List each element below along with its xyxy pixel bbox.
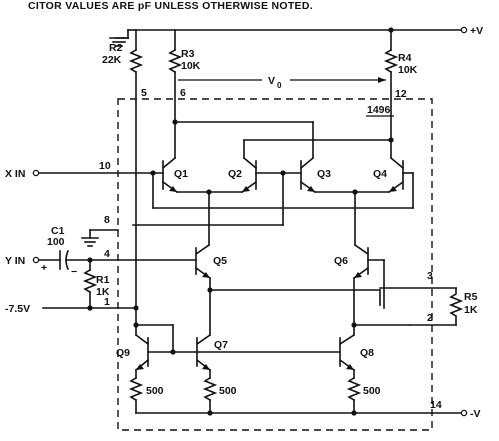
r-q7-value: 500 <box>219 385 237 397</box>
bias-supply-label: -7.5V <box>5 303 30 315</box>
pin-10: 10 <box>99 160 111 172</box>
pin-2: 2 <box>427 312 433 324</box>
q6-label: Q6 <box>334 255 348 267</box>
y-input-terminal <box>32 256 40 264</box>
output-voltage-arrow <box>178 77 386 83</box>
resistor-500-q8 <box>346 376 362 402</box>
r5-ref: R5 <box>464 291 478 303</box>
c1-ref: C1 <box>51 225 65 237</box>
transistor-q7 <box>195 333 212 372</box>
transistor-q9 <box>134 333 150 372</box>
neg-supply-terminal <box>460 409 468 417</box>
transistor-q3 <box>299 156 317 194</box>
r3-value: 10K <box>181 60 201 72</box>
resistor-r2 <box>128 48 144 74</box>
q9-label: Q9 <box>116 347 130 359</box>
resistor-500-q9 <box>128 376 144 402</box>
pin-8: 8 <box>104 214 110 226</box>
transistor-q2 <box>240 156 258 194</box>
c1-minus: − <box>71 266 77 278</box>
c1-value: 100 <box>47 236 65 248</box>
r-q8-value: 500 <box>363 385 381 397</box>
pin-3: 3 <box>427 270 433 282</box>
transistor-q1 <box>161 156 179 194</box>
transistor-q5 <box>194 243 212 280</box>
r1-ref: R1 <box>96 274 110 286</box>
r2-ref: R2 <box>109 42 123 54</box>
transistor-q6 <box>352 243 370 280</box>
pin-4: 4 <box>104 248 110 260</box>
r5-value: 1K <box>464 304 478 316</box>
q3-label: Q3 <box>317 168 331 180</box>
neg-supply-label: -V <box>470 408 481 420</box>
resistor-500-q7 <box>202 376 218 402</box>
q4-label: Q4 <box>373 168 387 180</box>
q7-label: Q7 <box>214 339 228 351</box>
pin-6: 6 <box>180 87 186 99</box>
r3-ref: R3 <box>181 48 195 60</box>
ic-label: 1496 <box>367 104 391 116</box>
pin-5: 5 <box>141 87 147 99</box>
header-note: CITOR VALUES ARE pF UNLESS OTHERWISE NOT… <box>28 0 313 12</box>
transistor-q8 <box>338 333 356 372</box>
c1-plus: + <box>41 262 47 274</box>
ic-boundary <box>117 98 433 431</box>
r4-ref: R4 <box>398 52 412 64</box>
q5-label: Q5 <box>213 255 227 267</box>
resistor-r3 <box>167 48 183 74</box>
r-q9-value: 500 <box>146 385 164 397</box>
x-input-terminal <box>32 169 40 177</box>
pin-12: 12 <box>395 88 407 100</box>
ground-icon-top <box>109 37 129 47</box>
pos-supply-label: +V <box>470 25 483 37</box>
output-label: V <box>268 75 275 87</box>
output-subscript: 0 <box>277 81 282 90</box>
q8-label: Q8 <box>360 347 374 359</box>
q2-label: Q2 <box>228 168 242 180</box>
transistor-q4 <box>387 156 405 194</box>
resistor-r1 <box>82 268 98 294</box>
pin-1: 1 <box>104 296 110 308</box>
resistor-r4 <box>383 48 399 74</box>
x-input-label: X IN <box>5 168 25 180</box>
r2-value: 22K <box>102 54 122 66</box>
y-input-label: Y IN <box>5 255 25 267</box>
resistor-r5 <box>448 287 464 326</box>
r1-value: 1K <box>96 286 110 298</box>
pos-supply-terminal <box>460 26 468 34</box>
r4-value: 10K <box>398 64 418 76</box>
ground-icon-mid <box>81 237 99 247</box>
q1-label: Q1 <box>174 168 188 180</box>
pin-14: 14 <box>430 399 442 411</box>
